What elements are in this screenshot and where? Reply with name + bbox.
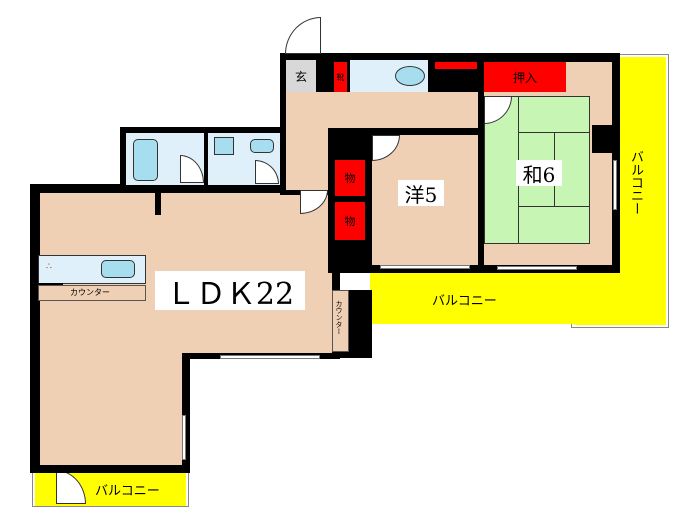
japanese-room-pillar <box>592 125 616 153</box>
entrance: 玄 <box>286 60 316 92</box>
japanese-room-label: 和6 <box>516 160 562 187</box>
washing-machine-icon <box>214 137 234 155</box>
hallway-floor-lower <box>286 125 330 190</box>
kitchen-counter <box>38 285 146 301</box>
toilet-icon <box>395 66 425 86</box>
washbasin-icon <box>250 139 274 153</box>
side-counter <box>332 290 349 352</box>
sink-icon <box>101 260 135 278</box>
stove-icon: ∴ <box>46 262 52 272</box>
oshiire-closet: 押入 <box>484 62 566 92</box>
hall-shelf <box>435 62 477 69</box>
bathtub-icon <box>133 139 158 181</box>
balcony-east-label: バルコニー <box>628 150 643 215</box>
window-ldk-south <box>220 355 320 359</box>
hallway-floor <box>286 92 478 129</box>
ldk-label: ＬＤＫ22 <box>155 271 305 312</box>
window-japanese-south <box>497 266 577 270</box>
front-door[interactable] <box>285 17 321 54</box>
window-ldk-west <box>182 415 186 460</box>
window-japanese-east <box>613 160 617 210</box>
pillar <box>155 193 161 215</box>
side-counter-label: カウンター <box>335 300 343 335</box>
ldk-floor-lower <box>40 350 182 465</box>
balcony-south <box>370 268 575 324</box>
balcony-south-label: バルコニー <box>432 294 497 309</box>
closet-1: 物 <box>335 160 365 196</box>
shoe-closet: 靴 <box>334 62 347 92</box>
window-western <box>380 265 470 269</box>
kitchen-counter-label: カウンター <box>70 288 110 297</box>
closet-2: 物 <box>335 202 365 240</box>
western-room-label: 洋5 <box>398 180 444 207</box>
balcony-small-label: バルコニー <box>95 484 160 499</box>
